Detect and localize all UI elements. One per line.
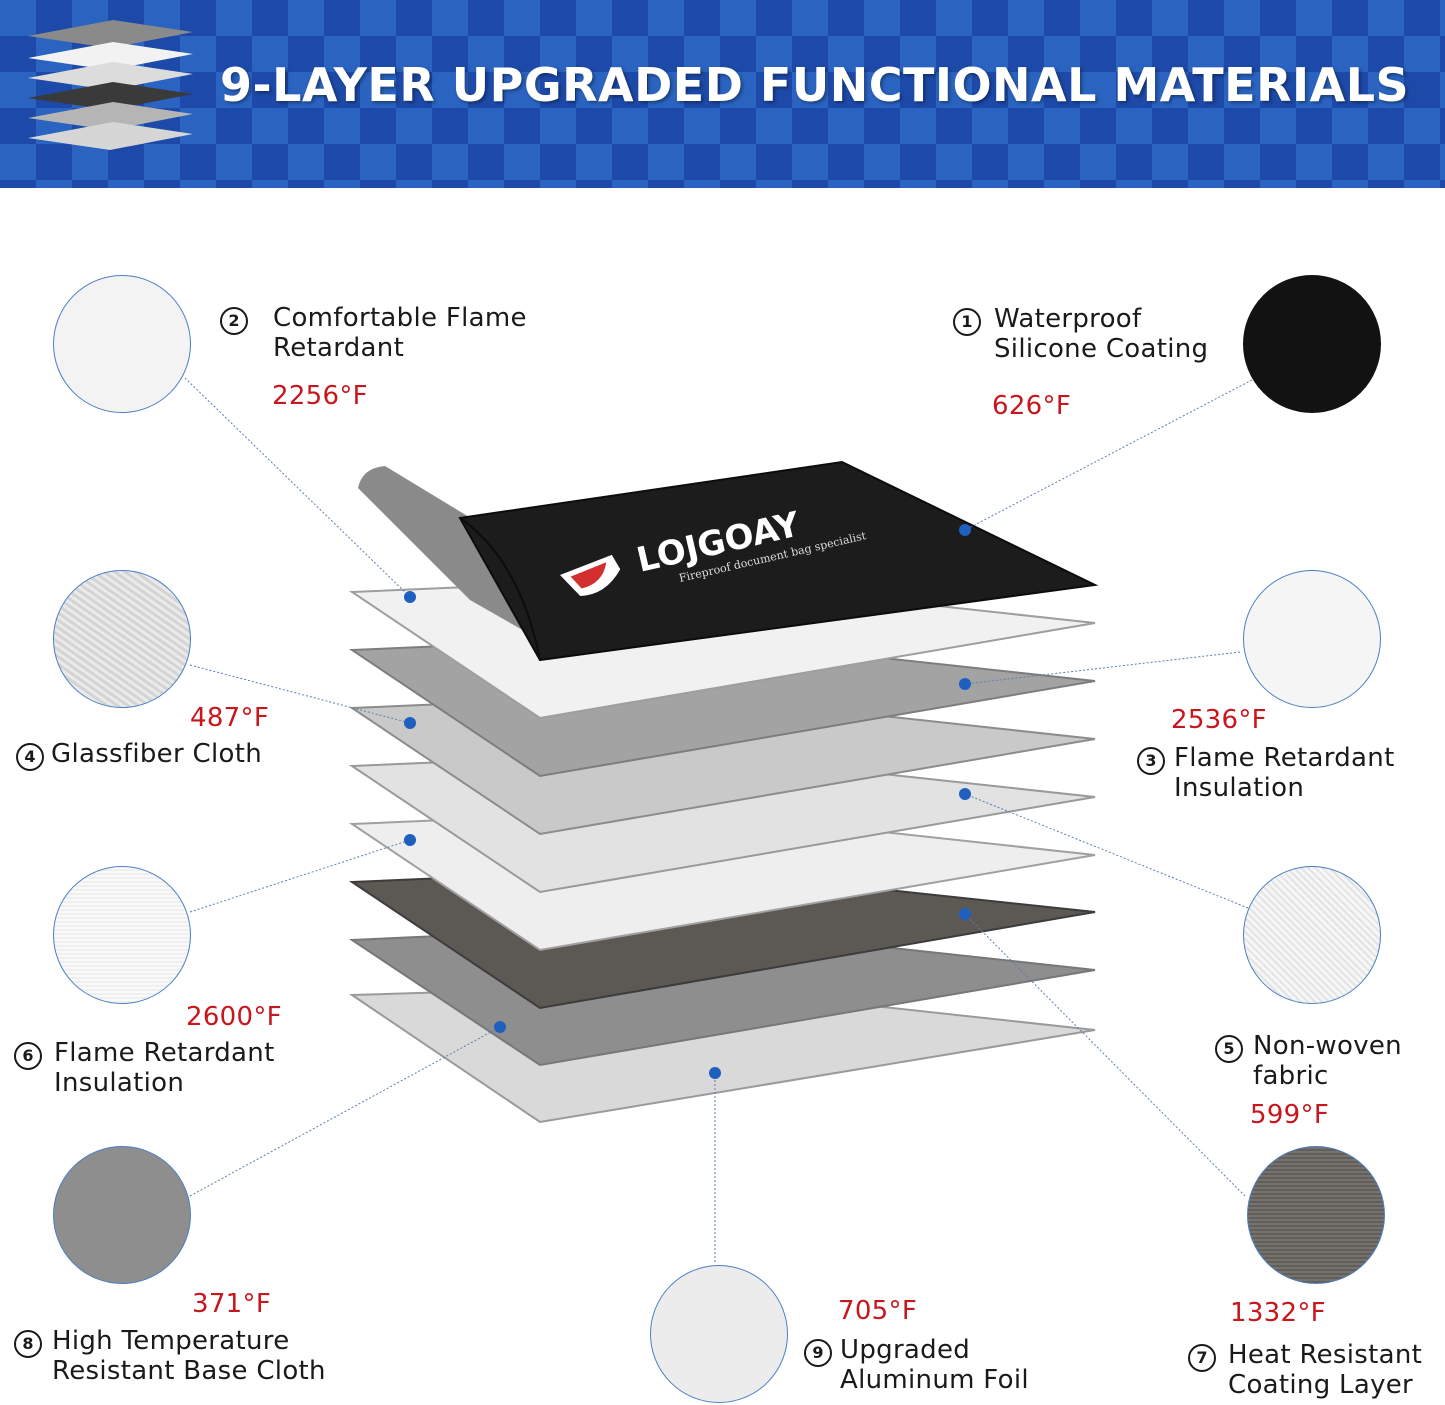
layer-7-temp: 1332°F [1230,1298,1326,1328]
layer-5-name-line2: fabric [1253,1061,1329,1091]
swatch-layer-6 [53,866,191,1004]
layer-number-1: 1 [953,308,981,336]
layer-8-temp: 371°F [192,1289,272,1319]
swatch-layer-8 [53,1146,191,1284]
layer-1-name-line2: Silicone Coating [994,334,1209,364]
layer-3-name-line2: Insulation [1174,773,1305,803]
layer-number-9: 9 [804,1339,832,1367]
swatch-layer-3 [1243,570,1381,708]
layer-2-name-line2: Retardant [273,333,405,363]
swatch-layer-9 [650,1265,788,1403]
layer-9-name-line1: Upgraded [840,1335,971,1365]
layer-2-temp: 2256°F [272,381,368,411]
page-title: 9-LAYER UPGRADED FUNCTIONAL MATERIALS [220,58,1410,112]
layer-9-name-line2: Aluminum Foil [840,1365,1029,1395]
layer-4-name-line1: Glassfiber Cloth [51,739,262,769]
layer-8-name-line2: Resistant Base Cloth [52,1356,326,1386]
layer-1-name-line1: Waterproof [994,304,1142,334]
layer-6-name-line1: Flame Retardant [54,1038,275,1068]
brand-logo [560,554,621,596]
layer-sheet-1 [458,460,1099,662]
layer-7-name-line2: Coating Layer [1228,1370,1414,1400]
swatch-layer-1 [1243,275,1381,413]
layer-1-temp: 626°F [992,391,1072,421]
layer-5-temp: 599°F [1250,1100,1330,1130]
layer-number-2: 2 [220,307,248,335]
swatch-layer-5 [1243,866,1381,1004]
layer-8-name-line1: High Temperature [52,1326,290,1356]
stacked-layers-icon [28,20,193,150]
layer-3-name-line1: Flame Retardant [1174,743,1395,773]
layer-6-temp: 2600°F [186,1002,282,1032]
header-banner: 9-LAYER UPGRADED FUNCTIONAL MATERIALS [0,0,1445,188]
swatch-layer-7 [1247,1146,1385,1284]
layer-6-name-line2: Insulation [54,1068,185,1098]
swatch-layer-4 [53,570,191,708]
layer-sheet-1-curl [358,466,540,640]
layer-2-name-line1: Comfortable Flame [273,303,527,333]
layer-number-3: 3 [1137,747,1165,775]
layer-5-name-line1: Non-woven [1253,1031,1402,1061]
layer-9-temp: 705°F [838,1296,918,1326]
swatch-layer-2 [53,275,191,413]
layer-3-temp: 2536°F [1171,705,1267,735]
layer-4-temp: 487°F [190,703,270,733]
layer-7-name-line1: Heat Resistant [1228,1340,1423,1370]
layer-number-5: 5 [1215,1035,1243,1063]
layer-number-8: 8 [14,1330,42,1358]
layer-number-4: 4 [16,743,44,771]
layer-number-6: 6 [14,1042,42,1070]
layer-number-7: 7 [1188,1344,1216,1372]
